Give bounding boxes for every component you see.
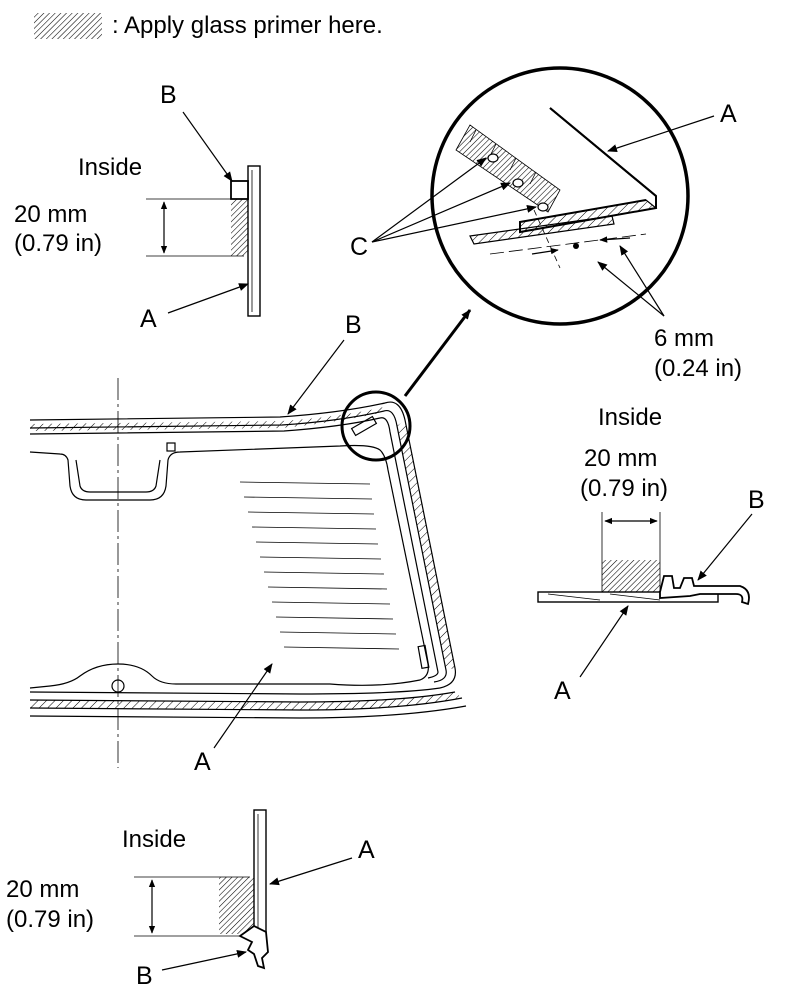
glass-pane-a: [537, 591, 719, 603]
callout-a: A: [554, 677, 571, 705]
callout-b: B: [136, 962, 153, 990]
zoom-circle: [430, 66, 690, 326]
main-callout-b: B: [345, 311, 362, 339]
zoom-leader-c: [371, 157, 487, 243]
primer-dot: [512, 178, 524, 188]
zoom-leader-c: [371, 204, 537, 243]
inside-label: Inside: [598, 404, 662, 431]
callout-b: B: [748, 486, 765, 514]
legend-text: : Apply glass primer here.: [112, 12, 383, 39]
hatch-pattern-icon: [34, 13, 102, 39]
zoom-callout-c: C: [350, 233, 368, 261]
callout-a: A: [358, 836, 375, 864]
glass-pane-a: [247, 165, 261, 317]
main-leader-a: [213, 663, 273, 749]
callout-a: A: [140, 305, 157, 333]
zoom-leader-c: [371, 182, 511, 243]
zoom-dimension-mm: 6 mm: [654, 325, 714, 352]
leader-a: [269, 857, 353, 886]
primer-dot: [487, 153, 499, 163]
primer-band: [455, 124, 561, 213]
main-view: B A: [29, 311, 467, 776]
zoom-pointer: [403, 309, 472, 397]
zoom-dimension-in: (0.24 in): [654, 355, 742, 382]
primer-dot: [537, 202, 549, 212]
dimension-mm: 20 mm: [584, 445, 657, 472]
callout-b: B: [160, 81, 177, 109]
zoom-leader-a: [607, 115, 715, 152]
detail-zoom: A C 6 mm (0.24 in): [350, 66, 742, 397]
detail-bottom-left: Inside 20 mm (0.79 in) A B: [6, 809, 375, 990]
molding-b: [238, 924, 269, 970]
inside-label: Inside: [122, 826, 186, 853]
zoom-callout-a: A: [720, 100, 737, 128]
detail-right: Inside 20 mm (0.79 in) B A: [537, 404, 765, 705]
dimension-in: (0.79 in): [6, 906, 94, 933]
dimension-mm: 20 mm: [6, 876, 79, 903]
main-callout-a: A: [194, 748, 211, 776]
primer-area: [602, 560, 660, 592]
detail-top-left: Inside 20 mm (0.79 in) B A: [14, 81, 261, 333]
leader-a: [167, 283, 249, 314]
leader-b: [697, 513, 753, 581]
molding-b: [230, 180, 249, 200]
legend: : Apply glass primer here.: [34, 12, 383, 39]
dimension-in: (0.79 in): [14, 230, 102, 257]
dimension-in: (0.79 in): [580, 475, 668, 502]
leader-a: [579, 605, 629, 678]
primer-area: [219, 877, 254, 934]
leader-b: [161, 949, 247, 971]
molding-b: [659, 575, 750, 606]
defroster-lines: [239, 481, 400, 650]
corner-highlight-circle: [340, 390, 412, 462]
dimension-mm: 20 mm: [14, 201, 87, 228]
leader-b: [182, 111, 233, 182]
primer-area: [231, 199, 248, 256]
main-leader-b: [287, 339, 345, 415]
inside-label: Inside: [78, 154, 142, 181]
